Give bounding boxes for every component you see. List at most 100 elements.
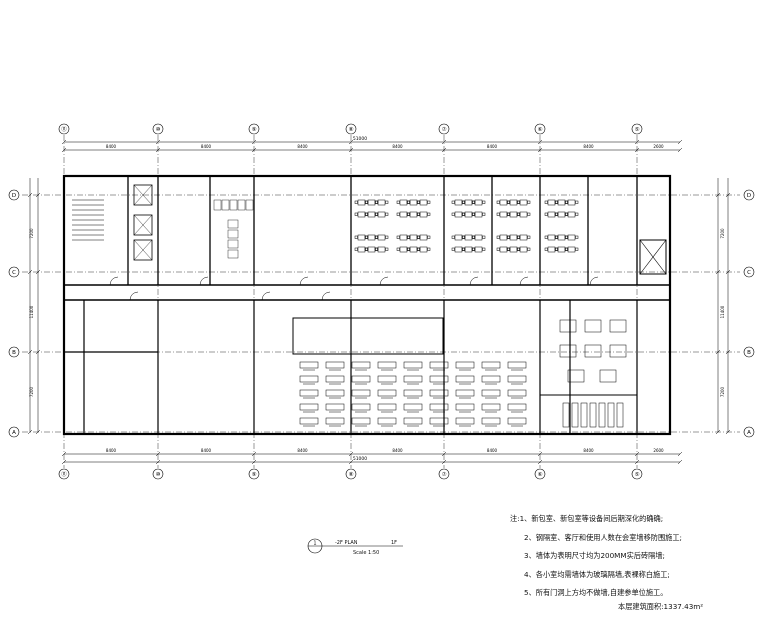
desk [357, 199, 366, 206]
dimension-tick [634, 147, 640, 153]
classroom-desk [481, 403, 501, 411]
classroom-desk [377, 375, 397, 383]
classroom-desk [325, 389, 345, 397]
grid-bubble-icon [8, 189, 20, 201]
bay-dimension-text: 8400 [201, 144, 212, 149]
desk [454, 234, 463, 241]
lift-car [133, 239, 153, 261]
classroom-desk [403, 417, 423, 425]
bay-dimension-text: 8400 [487, 448, 498, 453]
classroom-desk [481, 417, 501, 425]
drawing-title-block: 1 -2F PLAN 1F Scale 1:50 [303, 532, 423, 562]
meeting-chair-row [562, 402, 570, 428]
grid-bubble-icon [631, 468, 643, 480]
note-item-1: 1、新包室、新包室等设备间后期深化的确确; [519, 514, 664, 523]
desk [464, 234, 473, 241]
dimension-tick [61, 147, 67, 153]
dimension-tick [634, 139, 640, 145]
chair [406, 200, 410, 204]
dimension-tick [715, 429, 721, 435]
desk [547, 199, 556, 206]
desk [464, 246, 473, 253]
door-swing [321, 291, 331, 301]
classroom-desk [299, 403, 319, 411]
toilet-cubicle [237, 199, 246, 211]
chair [516, 247, 520, 251]
bay-dimension-text: 8400 [487, 144, 498, 149]
dimension-tick [677, 139, 683, 145]
dimension-tick [35, 269, 41, 275]
classroom-desk [455, 403, 475, 411]
bay-dimension-text: 8400 [201, 448, 212, 453]
classroom-desk [507, 389, 527, 397]
meeting-chair-row [589, 402, 597, 428]
meeting-chair-row [580, 402, 588, 428]
side-dimension-text: 11400 [720, 305, 725, 318]
desk [499, 199, 508, 206]
chair [354, 247, 358, 251]
chair [564, 200, 568, 204]
classroom-desk [377, 361, 397, 369]
dimension-tick [537, 459, 543, 465]
meeting-chair-row [616, 402, 624, 428]
grid-bubble-label: ⑪ [61, 125, 67, 133]
chair [374, 212, 378, 216]
dimension-tick [155, 451, 161, 457]
dimension-tick [537, 139, 543, 145]
chair [451, 200, 455, 204]
grid-bubble-label: A [747, 430, 751, 436]
grid-bubble-icon [58, 123, 70, 135]
chair [544, 247, 548, 251]
workstation [559, 319, 577, 333]
dimension-tick [634, 459, 640, 465]
chair [516, 200, 520, 204]
toilet-cubicle [227, 219, 239, 229]
bay-dimension-text: 8400 [583, 144, 594, 149]
dimension-tick [35, 349, 41, 355]
notes-heading: 注: [510, 514, 520, 523]
chair [554, 235, 558, 239]
desk [519, 234, 528, 241]
desk [399, 246, 408, 253]
desk [499, 211, 508, 218]
grid-bubble-label: ⑩ [156, 126, 161, 133]
classroom-desk [403, 375, 423, 383]
chair [471, 212, 475, 216]
grid-bubble-label: A [12, 430, 16, 436]
grid-bubble-label: ⑥ [538, 127, 543, 133]
dimension-tick [537, 451, 543, 457]
desk [567, 246, 576, 253]
chair [564, 212, 568, 216]
workstation [584, 319, 602, 333]
bay-dimension-text: 8400 [583, 448, 594, 453]
title-symbol: 1 [313, 541, 316, 547]
grid-bubble-label: C [747, 270, 751, 276]
chair [385, 235, 389, 239]
door-swing [199, 276, 209, 286]
meeting-chair-row [607, 402, 615, 428]
dimension-tick [27, 269, 33, 275]
classroom-desk [377, 389, 397, 397]
classroom-desk [325, 403, 345, 411]
dimension-tick [27, 429, 33, 435]
desk [557, 199, 566, 206]
chair [416, 200, 420, 204]
dimension-tick [35, 192, 41, 198]
grid-bubble-icon [345, 468, 357, 480]
chair [575, 235, 579, 239]
toilet-cubicle [227, 229, 239, 239]
chair [516, 212, 520, 216]
chair [482, 247, 486, 251]
dimension-tick [61, 451, 67, 457]
desk [567, 234, 576, 241]
dimension-tick [441, 459, 447, 465]
chair [554, 212, 558, 216]
chair [496, 200, 500, 204]
desk [499, 234, 508, 241]
bay-dimension-text: 2600 [653, 144, 664, 149]
desk [367, 211, 376, 218]
dimension-tick [35, 429, 41, 435]
lift-car [133, 214, 153, 236]
chair [416, 235, 420, 239]
